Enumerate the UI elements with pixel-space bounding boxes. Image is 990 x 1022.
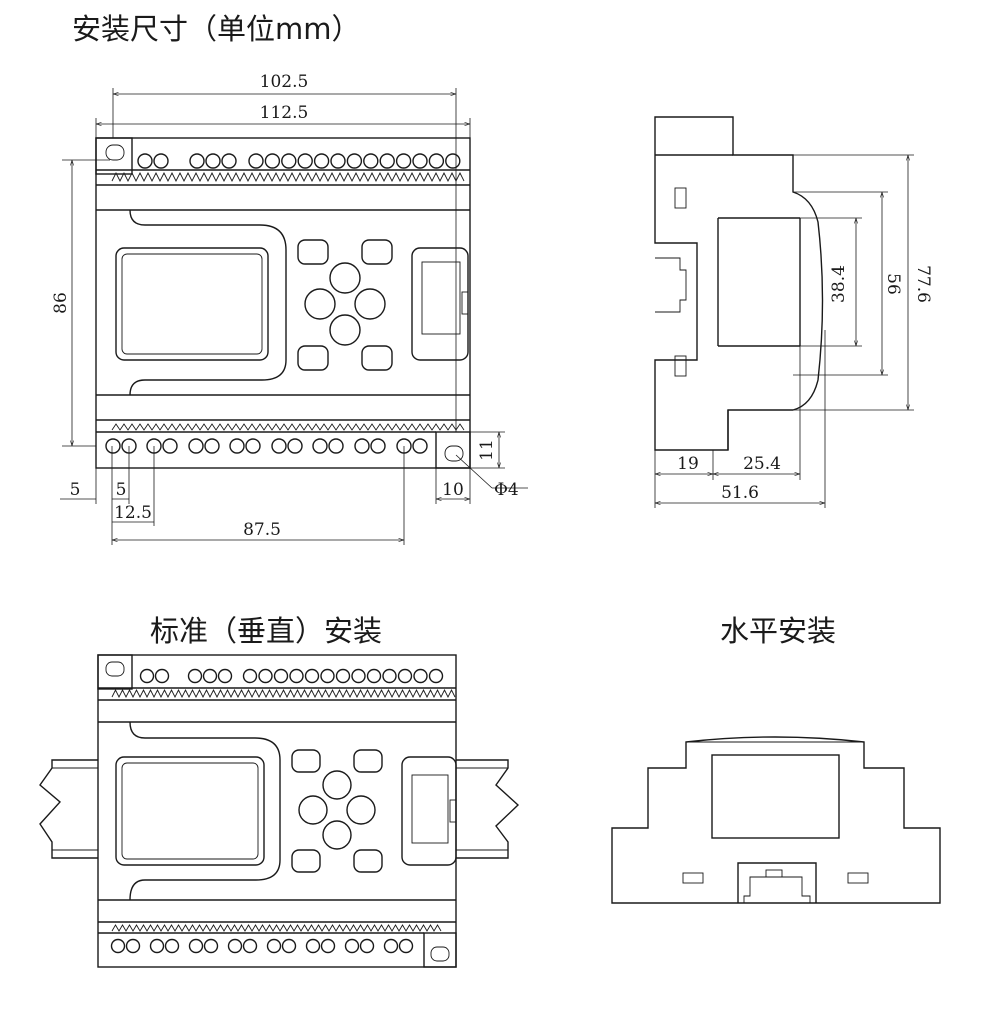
terminal-screw	[258, 668, 273, 684]
terminal-screw	[188, 438, 204, 454]
terminal-screw	[363, 153, 379, 169]
terminal-screw	[149, 938, 165, 954]
dim-11: 11	[477, 439, 497, 461]
terminal-screw	[428, 668, 444, 684]
terminal-screw	[305, 938, 321, 954]
dim-5-b: 5	[116, 480, 127, 500]
terminal-screw	[281, 153, 297, 169]
terminal-screw	[313, 153, 330, 169]
terminal-screw	[264, 153, 281, 169]
terminal-screw	[245, 438, 261, 454]
terminal-screw	[242, 668, 258, 684]
terminal-screw	[248, 153, 264, 169]
terminal-screw	[287, 438, 303, 454]
terminal-screw	[428, 153, 445, 169]
terminal-screw	[271, 438, 287, 454]
terminal-screw	[312, 438, 328, 454]
terminal-screw	[366, 668, 382, 684]
terminal-screw	[335, 668, 351, 684]
dim-5-a: 5	[70, 480, 81, 500]
terminal-screw	[281, 938, 297, 954]
terminal-screw	[359, 938, 375, 954]
terminal-screw	[330, 153, 346, 169]
horizontal-install-drawing	[611, 736, 941, 904]
side-view-dimensions	[654, 154, 914, 508]
terminal-screw	[227, 938, 243, 954]
terminal-screw	[395, 153, 412, 169]
terminal-screw	[188, 938, 204, 954]
section-title-standard-install: 标准（垂直）安装	[150, 614, 383, 648]
terminal-screw	[445, 153, 461, 169]
terminal-screw	[354, 438, 370, 454]
terminal-screw	[328, 438, 344, 454]
dim-12-5: 12.5	[114, 503, 152, 523]
terminal-screw	[217, 668, 233, 684]
terminal-screw	[320, 938, 336, 954]
terminal-screw	[289, 668, 304, 684]
terminal-screw	[204, 438, 220, 454]
dim-10: 10	[442, 480, 464, 500]
dim-86: 86	[51, 292, 71, 314]
terminal-screw	[266, 938, 282, 954]
terminal-screw	[205, 153, 221, 169]
terminal-screw	[412, 153, 428, 169]
terminal-screw	[397, 668, 413, 684]
terminal-screw	[187, 668, 203, 684]
terminal-screw	[412, 438, 428, 454]
terminal-screw	[351, 668, 366, 684]
terminal-screw	[297, 153, 313, 169]
terminal-screw	[221, 153, 237, 169]
section-title-horizontal-install: 水平安装	[720, 614, 837, 648]
dim-102-5: 102.5	[260, 72, 309, 92]
side-view-drawing	[654, 116, 824, 451]
front-view-drawing	[95, 137, 471, 469]
dim-112-5: 112.5	[260, 103, 309, 123]
dim-38-4: 38.4	[829, 265, 849, 303]
dim-25-4: 25.4	[743, 454, 781, 474]
standard-install-drawing	[39, 654, 520, 968]
dim-77-6: 77.6	[913, 265, 933, 303]
terminal-screw	[344, 938, 360, 954]
terminal-screw	[242, 938, 258, 954]
terminal-screw	[273, 668, 289, 684]
dim-hole-diameter: Φ4	[494, 480, 519, 500]
dim-19: 19	[677, 454, 699, 474]
terminal-screw	[379, 153, 395, 169]
terminal-screw	[413, 668, 428, 684]
terminal-screw	[189, 153, 205, 169]
terminal-screw	[304, 668, 320, 684]
dim-56: 56	[883, 273, 903, 295]
dim-51-6: 51.6	[721, 483, 759, 503]
terminal-screw	[105, 438, 121, 454]
terminal-screw	[229, 438, 245, 454]
terminal-screw	[383, 938, 399, 954]
terminal-screw	[398, 938, 414, 954]
terminal-screw	[137, 153, 153, 169]
front-view-dimensions	[60, 88, 528, 545]
terminal-screw	[202, 668, 218, 684]
terminal-screw	[162, 438, 178, 454]
terminal-screw	[370, 438, 386, 454]
terminal-screw	[164, 938, 180, 954]
section-title-install-dimensions: 安装尺寸（单位mm）	[72, 12, 361, 46]
terminal-screw	[154, 668, 170, 684]
dim-87-5: 87.5	[243, 520, 281, 540]
terminal-screw	[139, 668, 155, 684]
terminal-screw	[346, 153, 363, 169]
terminal-screw	[382, 668, 397, 684]
terminal-screw	[320, 668, 335, 684]
terminal-screw	[153, 153, 169, 169]
terminal-screw	[125, 938, 141, 954]
terminal-screw	[110, 938, 126, 954]
terminal-screw	[203, 938, 219, 954]
